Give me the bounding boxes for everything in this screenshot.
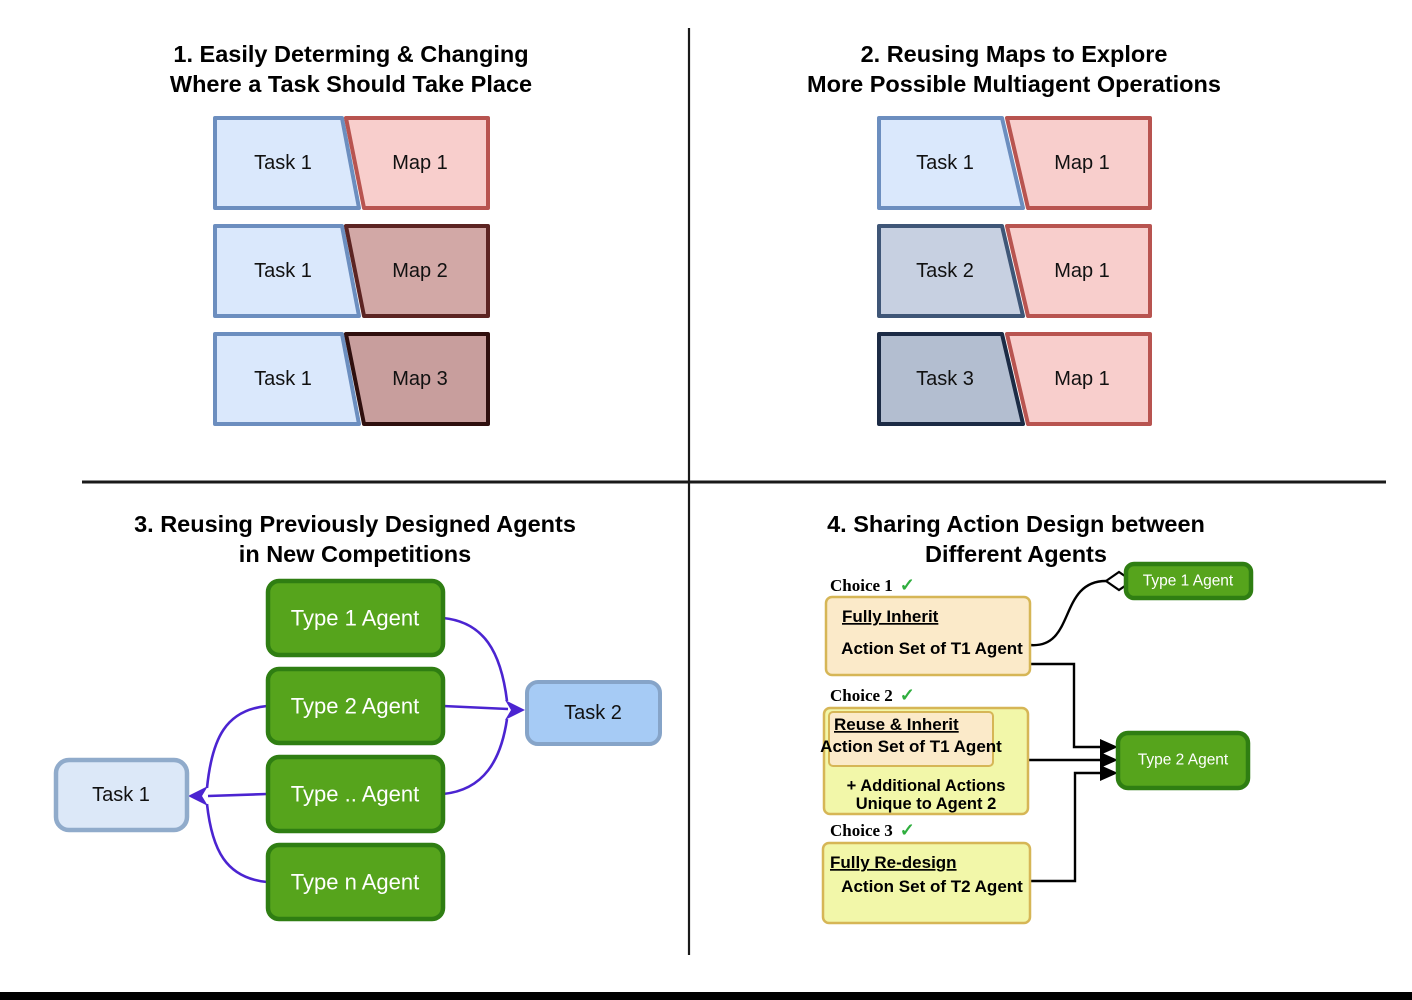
q2-row2-map-shape [1005,224,1152,318]
q4-type2-agent-box [1115,730,1251,791]
q1-row1-task-shape [213,116,361,210]
type2-arrowhead-bottom [1100,765,1118,781]
q3-title-line2: in New Competitions [239,541,471,567]
choice3-heading: Fully Re-design [830,853,957,872]
choice3-body: Action Set of T2 Agent [841,877,1023,896]
quadrant-4: 4. Sharing Action Design between Differe… [820,511,1254,925]
q1-row3-map-label: Map 3 [392,368,448,390]
q3-agent-typedots-label: Type .. Agent [291,782,419,807]
q1-title-line1: 1. Easily Determing & Changing [173,41,528,67]
type2-arrowhead-top [1100,739,1118,755]
q3-agent-typen-box [265,842,446,922]
q1-row3-task-label: Task 1 [254,368,312,390]
q3-title-line1: 3. Reusing Previously Designed Agents [134,511,576,537]
quadrant-1: 1. Easily Determing & Changing Where a T… [170,41,532,426]
q3-task2-box [525,680,662,746]
choice1-check-icon: ✓ [900,575,915,595]
choice2-label-text: Choice 2 [830,686,893,705]
q3-agent-type2-label: Type 2 Agent [291,694,419,719]
q3-agent-type1-label: Type 1 Agent [291,606,419,631]
arrow-type1-to-task2 [442,616,509,702]
choice3-check-icon: ✓ [900,820,915,840]
q1-row2-map-label: Map 2 [392,260,448,282]
q1-row2-map-shape [344,224,490,318]
arrow-typedots-to-task1 [207,792,268,798]
choice3-label: Choice 3 ✓ [830,820,915,840]
q4-title-line1: 4. Sharing Action Design between [827,511,1205,537]
q2-row3-map-label: Map 1 [1054,368,1110,390]
q4-type2-agent-label: Type 2 Agent [1138,752,1229,769]
choice2-inner-box [828,711,994,767]
choice1-label-text: Choice 1 [830,576,893,595]
q2-row3-map-shape [1005,332,1152,426]
task2-arrowhead [505,700,525,720]
q3-task1-label: Task 1 [92,784,150,806]
choice2-extra-line1: + Additional Actions [847,777,1006,795]
arrow-type2-to-task1 [205,704,268,789]
q3-agent-type2-box [265,666,446,746]
q2-row2-task-shape [877,224,1025,318]
q3-task1-box [53,757,190,833]
q3-task2-label: Task 2 [564,702,622,724]
q2-row3-task-label: Task 3 [916,368,974,390]
type2-arrowhead-middle [1100,752,1118,768]
q3-agent-typen-label: Type n Agent [291,870,419,895]
arrow-type2-to-task2 [442,704,509,711]
q1-row1-task-label: Task 1 [254,152,312,174]
q4-type1-agent-box [1123,561,1254,601]
q4-type1-agent-label: Type 1 Agent [1143,573,1234,590]
task1-arrowhead [188,786,208,806]
q1-row1-map-shape [344,116,490,210]
q1-row2-task-shape [213,224,361,318]
choice1-box [824,595,1032,677]
q2-row1-task-shape [877,116,1025,210]
q3-agent-typedots-box [265,754,446,834]
q1-title-line2: Where a Task Should Take Place [170,71,532,97]
choice2-heading: Reuse & Inherit [834,715,959,734]
choice1-label: Choice 1 ✓ [830,575,915,595]
q2-row1-map-shape [1005,116,1152,210]
q2-row2-map-label: Map 1 [1054,260,1110,282]
choice2-extra-line2: Unique to Agent 2 [856,795,997,813]
q1-row1-map-label: Map 1 [392,152,448,174]
choice2-check-icon: ✓ [900,685,915,705]
arrow-typedots-to-task2 [442,718,509,796]
quadrant-3: 3. Reusing Previously Designed Agents in… [53,511,662,922]
choice1-to-type2-elbow [1030,662,1102,749]
q1-row3-map-shape [344,332,490,426]
choice3-label-text: Choice 3 [830,821,893,840]
choice2-label: Choice 2 ✓ [830,685,915,705]
choice2-body: Action Set of T1 Agent [820,737,1002,756]
q2-title-line1: 2. Reusing Maps to Explore [861,41,1168,67]
quadrant-2: 2. Reusing Maps to Explore More Possible… [807,41,1221,426]
q3-agent-type1-box [265,578,446,658]
choice1-heading: Fully Inherit [842,607,939,626]
q4-title-line2: Different Agents [925,541,1107,567]
arrow-typen-to-task1 [205,803,268,884]
q1-row3-task-shape [213,332,361,426]
q1-row2-task-label: Task 1 [254,260,312,282]
choice1-to-type1-curve [1029,579,1107,647]
q2-row3-task-shape [877,332,1025,426]
q2-title-line2: More Possible Multiagent Operations [807,71,1221,97]
q2-row1-task-label: Task 1 [916,152,974,174]
bottom-bar [0,992,1412,1000]
choice3-box [821,841,1032,925]
q2-row2-task-label: Task 2 [916,260,974,282]
choice3-to-type2-elbow [1030,771,1102,883]
choice1-body: Action Set of T1 Agent [841,639,1023,658]
q2-row1-map-label: Map 1 [1054,152,1110,174]
